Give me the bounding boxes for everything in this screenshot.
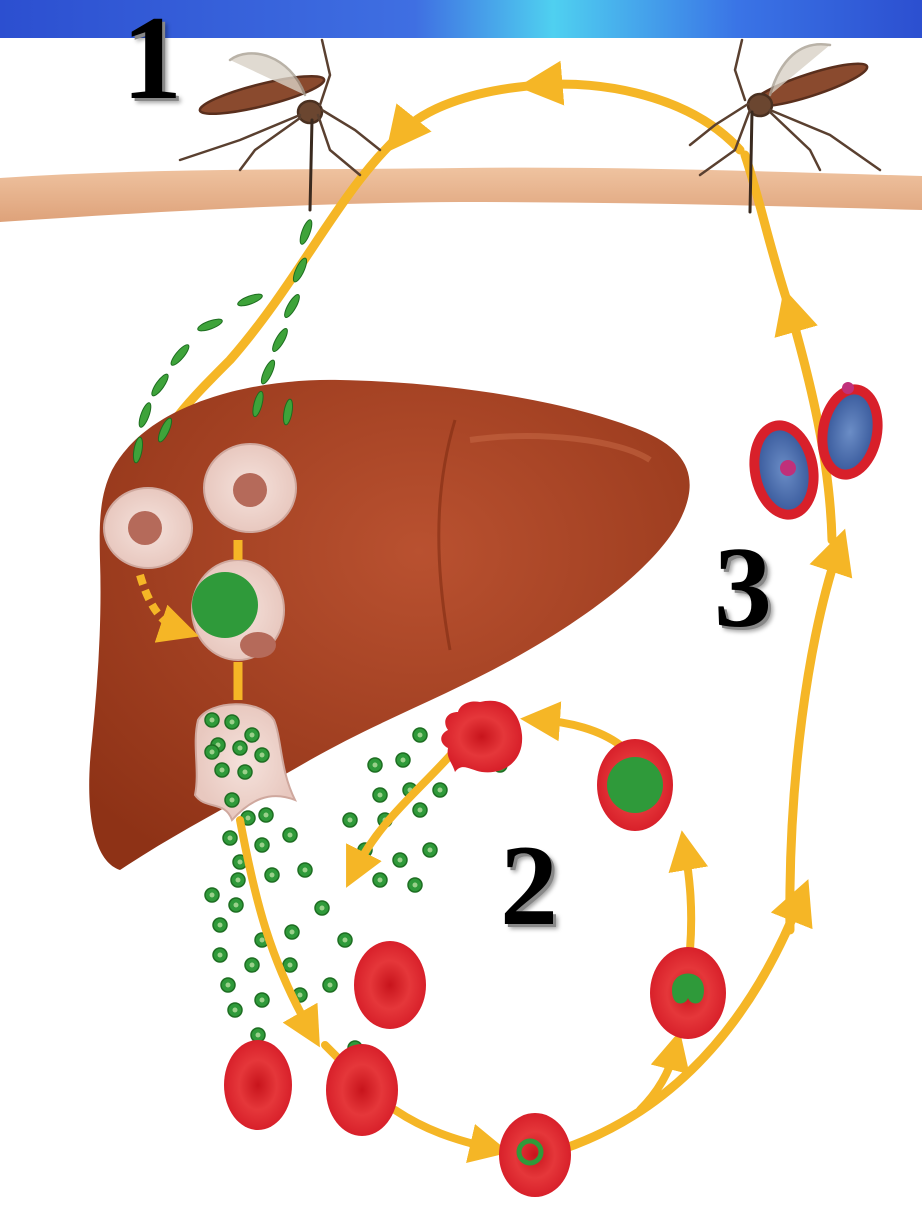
- merozoite-nucleus: [210, 893, 215, 898]
- merozoite-nucleus: [233, 1008, 238, 1013]
- merozoite-nucleus: [378, 793, 383, 798]
- merozoite-nucleus: [303, 868, 308, 873]
- merozoite-nucleus: [378, 878, 383, 883]
- merozoite-nucleus: [418, 733, 423, 738]
- merozoite-nucleus: [230, 798, 235, 803]
- merozoite-nucleus: [218, 953, 223, 958]
- merozoite-nucleus: [256, 1033, 261, 1038]
- merozoite-nucleus: [290, 930, 295, 935]
- merozoite-nucleus: [226, 983, 231, 988]
- stage-label-3: 3: [714, 530, 772, 646]
- arrow-right-side-up: [790, 550, 838, 930]
- merozoite-nucleus: [438, 788, 443, 793]
- merozoite-nucleus: [264, 813, 269, 818]
- merozoite-nucleus: [210, 718, 215, 723]
- merozoite-nucleus: [220, 768, 225, 773]
- merozoite-nucleus: [238, 860, 243, 865]
- stage-label-2: 2: [500, 828, 558, 944]
- merozoite-nucleus: [428, 848, 433, 853]
- merozoite-nucleus: [260, 998, 265, 1003]
- rbc: [326, 1044, 398, 1136]
- merozoite-nucleus: [246, 816, 251, 821]
- merozoite-nucleus: [398, 858, 403, 863]
- merozoite-nucleus: [238, 746, 243, 751]
- red-blood-cells: [224, 701, 726, 1197]
- merozoite-nucleus: [260, 938, 265, 943]
- merozoite-nucleus: [288, 833, 293, 838]
- rbc: [354, 941, 426, 1029]
- merozoite-nucleus: [230, 720, 235, 725]
- rbc-ring-stage: [499, 1113, 571, 1197]
- stage-label-1: 1: [122, 0, 182, 118]
- rbc: [224, 1040, 292, 1130]
- merozoite-nucleus: [288, 963, 293, 968]
- merozoite-nucleus: [401, 758, 406, 763]
- merozoite-nucleus: [260, 843, 265, 848]
- merozoite-nucleus: [218, 923, 223, 928]
- merozoite-nucleus: [243, 770, 248, 775]
- merozoite-nucleus: [348, 818, 353, 823]
- merozoite-nucleus: [260, 753, 265, 758]
- merozoite-nucleus: [250, 733, 255, 738]
- merozoite-nucleus: [250, 963, 255, 968]
- merozoite-nucleus: [270, 873, 275, 878]
- merozoite-nucleus: [298, 993, 303, 998]
- merozoite-nucleus: [373, 763, 378, 768]
- arrow-top-left: [400, 85, 540, 135]
- merozoite-nucleus: [234, 903, 239, 908]
- skin-layer: [0, 168, 922, 222]
- merozoite-nucleus: [413, 883, 418, 888]
- merozoite-nucleus: [228, 836, 233, 841]
- merozoite-nucleus: [210, 750, 215, 755]
- merozoite-nucleus: [418, 808, 423, 813]
- merozoite-nucleus: [236, 878, 241, 883]
- merozoite-nucleus: [343, 938, 348, 943]
- merozoite-nucleus: [328, 983, 333, 988]
- arrow-top-arc: [540, 84, 740, 150]
- rbc-rupturing: [441, 701, 522, 773]
- merozoite-nucleus: [320, 906, 325, 911]
